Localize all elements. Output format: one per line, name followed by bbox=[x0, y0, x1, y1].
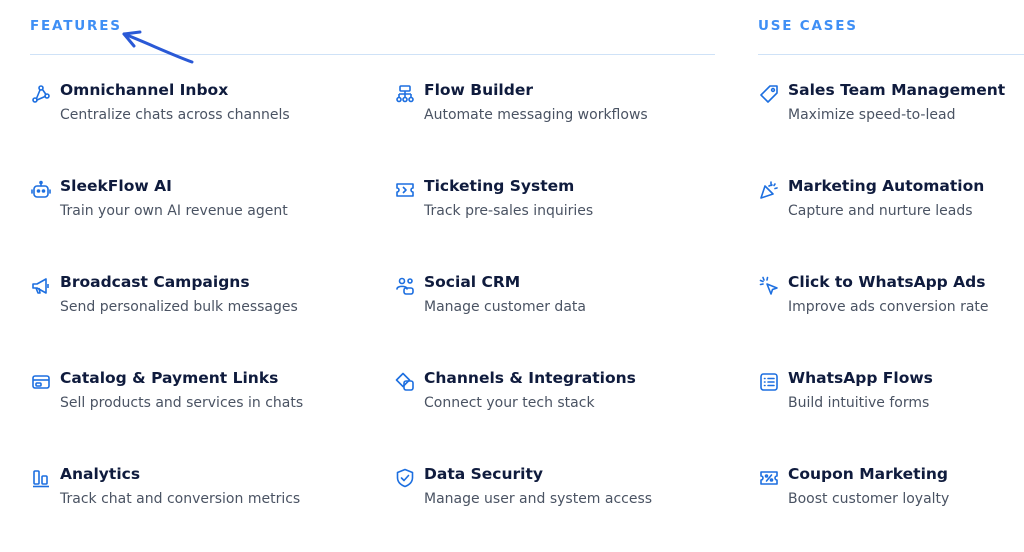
menu-item-title: Sales Team Management bbox=[788, 81, 1006, 99]
menu-item-description: Capture and nurture leads bbox=[788, 203, 973, 219]
menu-item-title: Broadcast Campaigns bbox=[60, 273, 250, 291]
menu-item-broadcast-campaigns[interactable]: Broadcast Campaigns Send personalized bu… bbox=[30, 273, 360, 321]
menu-item-sales-team-management[interactable]: Sales Team Management Maximize speed-to-… bbox=[758, 81, 1020, 129]
integrations-icon bbox=[394, 371, 416, 393]
menu-item-description: Send personalized bulk messages bbox=[60, 299, 298, 315]
omnichannel-icon bbox=[30, 83, 52, 105]
menu-item-title: Ticketing System bbox=[424, 177, 575, 195]
menu-item-omnichannel-inbox[interactable]: Omnichannel Inbox Centralize chats acros… bbox=[30, 81, 360, 129]
menu-item-description: Boost customer loyalty bbox=[788, 491, 950, 507]
list-icon bbox=[758, 371, 780, 393]
menu-item-title: Click to WhatsApp Ads bbox=[788, 273, 986, 291]
menu-item-description: Train your own AI revenue agent bbox=[60, 203, 288, 219]
use-cases-divider bbox=[758, 54, 1024, 55]
party-popper-icon bbox=[758, 179, 780, 201]
menu-item-description: Improve ads conversion rate bbox=[788, 299, 989, 315]
menu-item-title: Omnichannel Inbox bbox=[60, 81, 229, 99]
menu-item-description: Automate messaging workflows bbox=[424, 107, 648, 123]
menu-item-analytics[interactable]: Analytics Track chat and conversion metr… bbox=[30, 465, 360, 513]
coupon-icon bbox=[758, 467, 780, 489]
menu-item-channels-integrations[interactable]: Channels & Integrations Connect your tec… bbox=[394, 369, 714, 417]
menu-item-title: Data Security bbox=[424, 465, 543, 483]
features-heading: FEATURES bbox=[30, 18, 122, 34]
flow-builder-icon bbox=[394, 83, 416, 105]
menu-item-description: Track chat and conversion metrics bbox=[60, 491, 301, 507]
menu-item-title: Coupon Marketing bbox=[788, 465, 949, 483]
menu-item-data-security[interactable]: Data Security Manage user and system acc… bbox=[394, 465, 714, 513]
tag-icon bbox=[758, 83, 780, 105]
menu-item-title: Marketing Automation bbox=[788, 177, 985, 195]
menu-item-title: WhatsApp Flows bbox=[788, 369, 933, 387]
menu-item-ticketing-system[interactable]: Ticketing System Track pre-sales inquiri… bbox=[394, 177, 714, 225]
menu-item-title: Analytics bbox=[60, 465, 141, 483]
menu-item-flow-builder[interactable]: Flow Builder Automate messaging workflow… bbox=[394, 81, 714, 129]
menu-item-title: SleekFlow AI bbox=[60, 177, 172, 195]
menu-item-description: Maximize speed-to-lead bbox=[788, 107, 956, 123]
menu-item-social-crm[interactable]: Social CRM Manage customer data bbox=[394, 273, 714, 321]
menu-item-catalog-payment-links[interactable]: Catalog & Payment Links Sell products an… bbox=[30, 369, 360, 417]
menu-item-description: Centralize chats across channels bbox=[60, 107, 290, 123]
menu-item-description: Manage customer data bbox=[424, 299, 586, 315]
ticket-icon bbox=[394, 179, 416, 201]
analytics-icon bbox=[30, 467, 52, 489]
menu-item-marketing-automation[interactable]: Marketing Automation Capture and nurture… bbox=[758, 177, 1020, 225]
menu-item-coupon-marketing[interactable]: Coupon Marketing Boost customer loyalty bbox=[758, 465, 1020, 513]
menu-item-whatsapp-flows[interactable]: WhatsApp Flows Build intuitive forms bbox=[758, 369, 1020, 417]
menu-item-sleekflow-ai[interactable]: SleekFlow AI Train your own AI revenue a… bbox=[30, 177, 360, 225]
menu-item-description: Build intuitive forms bbox=[788, 395, 930, 411]
menu-item-title: Catalog & Payment Links bbox=[60, 369, 279, 387]
menu-item-title: Flow Builder bbox=[424, 81, 533, 99]
menu-item-description: Manage user and system access bbox=[424, 491, 653, 507]
menu-item-description: Sell products and services in chats bbox=[60, 395, 304, 411]
menu-item-title: Social CRM bbox=[424, 273, 521, 291]
menu-item-description: Connect your tech stack bbox=[424, 395, 595, 411]
menu-item-click-to-whatsapp-ads[interactable]: Click to WhatsApp Ads Improve ads conver… bbox=[758, 273, 1020, 321]
menu-item-description: Track pre-sales inquiries bbox=[424, 203, 594, 219]
shield-icon bbox=[394, 467, 416, 489]
features-divider bbox=[30, 54, 715, 55]
menu-item-title: Channels & Integrations bbox=[424, 369, 636, 387]
catalog-card-icon bbox=[30, 371, 52, 393]
annotation-arrow-icon bbox=[122, 30, 194, 64]
social-crm-icon bbox=[394, 275, 416, 297]
megaphone-icon bbox=[30, 275, 52, 297]
ai-bot-icon bbox=[30, 179, 52, 201]
cursor-click-icon bbox=[758, 275, 780, 297]
use-cases-heading: USE CASES bbox=[758, 18, 858, 34]
